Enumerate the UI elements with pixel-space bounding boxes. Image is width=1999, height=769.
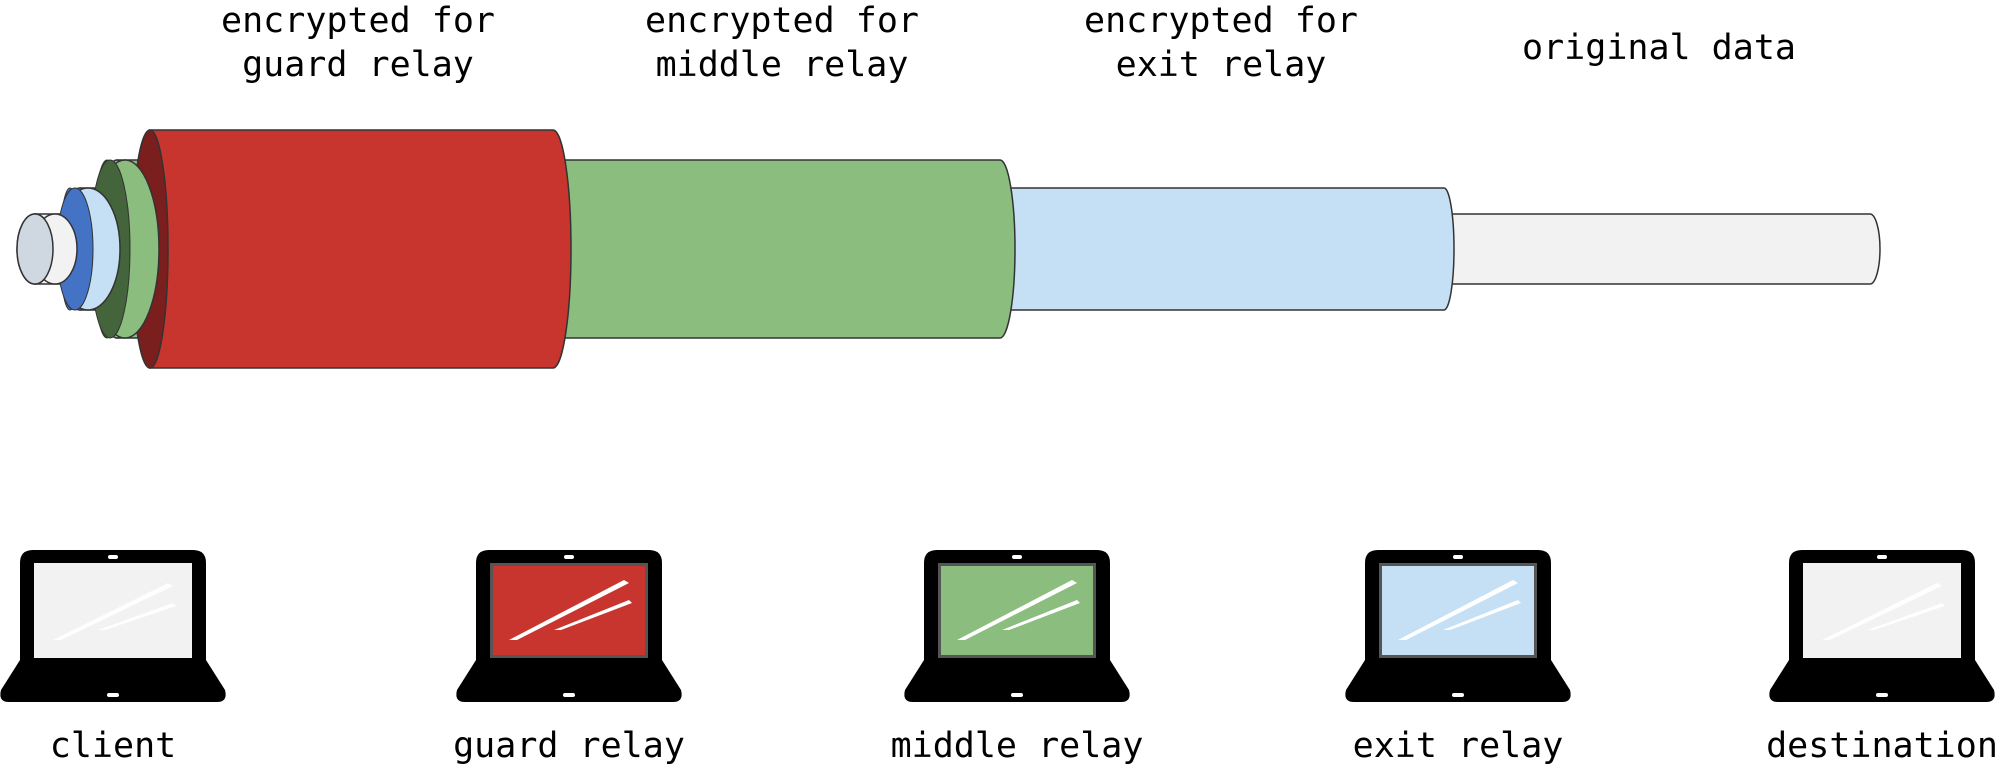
laptop-destination: destination	[1766, 550, 1998, 766]
node-label-guard-relay: guard relay	[453, 726, 685, 766]
laptop-icon	[456, 550, 682, 702]
laptop-exit-relay: exit relay	[1345, 550, 1571, 766]
layer-label-middle-line2: middle relay	[656, 45, 909, 85]
laptop-icon	[904, 550, 1130, 702]
layer-guard-encryption	[131, 129, 572, 369]
node-label-exit-relay: exit relay	[1353, 726, 1564, 766]
layer-label-data: original data	[1522, 28, 1796, 68]
layer-label-guard-line2: guard relay	[242, 45, 474, 85]
laptop-icon	[1345, 550, 1571, 702]
laptop-guard-relay: guard relay	[453, 550, 685, 766]
laptop-icon	[0, 550, 226, 702]
layer-label-exit-line1: encrypted for	[1084, 1, 1358, 41]
laptop-icon	[1769, 550, 1995, 702]
laptop-middle-relay: middle relay	[891, 550, 1144, 766]
layer-label-guard-line1: encrypted for	[221, 1, 495, 41]
layer-label-middle-line1: encrypted for	[645, 1, 919, 41]
node-label-client: client	[50, 726, 176, 766]
onion-cylinder	[16, 129, 1881, 369]
node-label-destination: destination	[1766, 726, 1998, 766]
laptop-client: client	[0, 550, 226, 766]
layer-label-exit-line2: exit relay	[1116, 45, 1327, 85]
cross-section-rings	[16, 159, 160, 339]
node-label-middle-relay: middle relay	[891, 726, 1144, 766]
